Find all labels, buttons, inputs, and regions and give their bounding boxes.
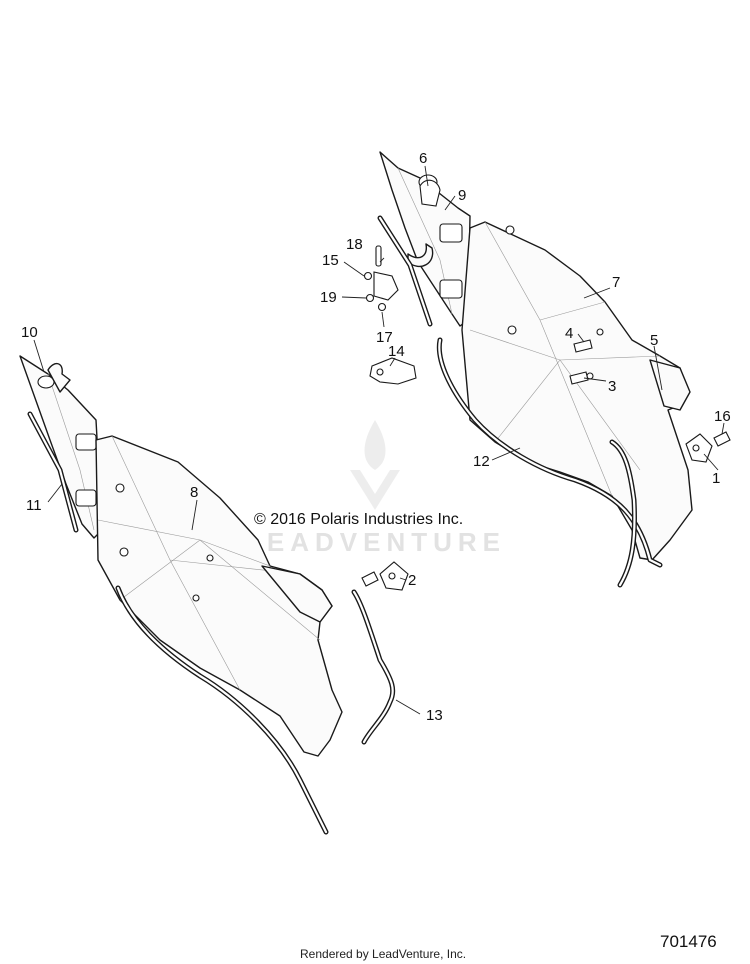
part-17-screw[interactable] <box>377 302 387 312</box>
copyright-notice: © 2016 Polaris Industries Inc. <box>254 511 463 528</box>
callout-3[interactable]: 3 <box>608 378 616 395</box>
watermark-text: LEADVENTURE <box>245 527 506 557</box>
part-19-screw[interactable] <box>365 293 375 303</box>
callout-5[interactable]: 5 <box>650 332 658 349</box>
part-2-latch-bracket[interactable] <box>361 561 409 591</box>
part-3-screw[interactable] <box>569 371 589 385</box>
leader-lines <box>33 165 725 715</box>
callout-10[interactable]: 10 <box>21 324 38 341</box>
part-18-pin[interactable] <box>375 245 382 267</box>
callout-13[interactable]: 13 <box>426 707 443 724</box>
leadventure-logo <box>350 420 400 510</box>
callout-14[interactable]: 14 <box>388 343 405 360</box>
callout-7[interactable]: 7 <box>612 274 620 291</box>
callout-9[interactable]: 9 <box>458 187 466 204</box>
part-16-bolt[interactable] <box>713 431 731 447</box>
callout-18[interactable]: 18 <box>346 236 363 253</box>
callouts: 6 9 7 4 5 3 16 1 12 18 15 19 17 14 10 11… <box>21 150 731 724</box>
footer-credit: Rendered by LeadVenture, Inc. <box>300 947 466 961</box>
callout-16[interactable]: 16 <box>714 408 731 425</box>
diagram-id: 701476 <box>660 932 717 951</box>
callout-2[interactable]: 2 <box>408 572 416 589</box>
part-4-screw[interactable] <box>573 339 593 353</box>
part-14-latch[interactable] <box>369 357 417 385</box>
callout-17[interactable]: 17 <box>376 329 393 346</box>
callout-11[interactable]: 11 <box>26 497 42 514</box>
callout-12[interactable]: 12 <box>473 453 490 470</box>
part-15-striker[interactable] <box>363 271 399 301</box>
part-13-seal[interactable] <box>351 589 396 745</box>
callout-8[interactable]: 8 <box>190 484 198 501</box>
part-8-left-door-panel[interactable] <box>95 435 343 757</box>
part-7-right-door-panel[interactable] <box>461 221 693 561</box>
callout-1[interactable]: 1 <box>712 470 720 487</box>
part-1-latch-bracket[interactable] <box>685 433 713 463</box>
callout-6[interactable]: 6 <box>419 150 427 167</box>
callout-4[interactable]: 4 <box>565 325 573 342</box>
callout-15[interactable]: 15 <box>322 252 339 269</box>
part-10-hinge-panel[interactable] <box>19 355 103 539</box>
part-6-bracket[interactable] <box>419 179 441 207</box>
callout-19[interactable]: 19 <box>320 289 337 306</box>
